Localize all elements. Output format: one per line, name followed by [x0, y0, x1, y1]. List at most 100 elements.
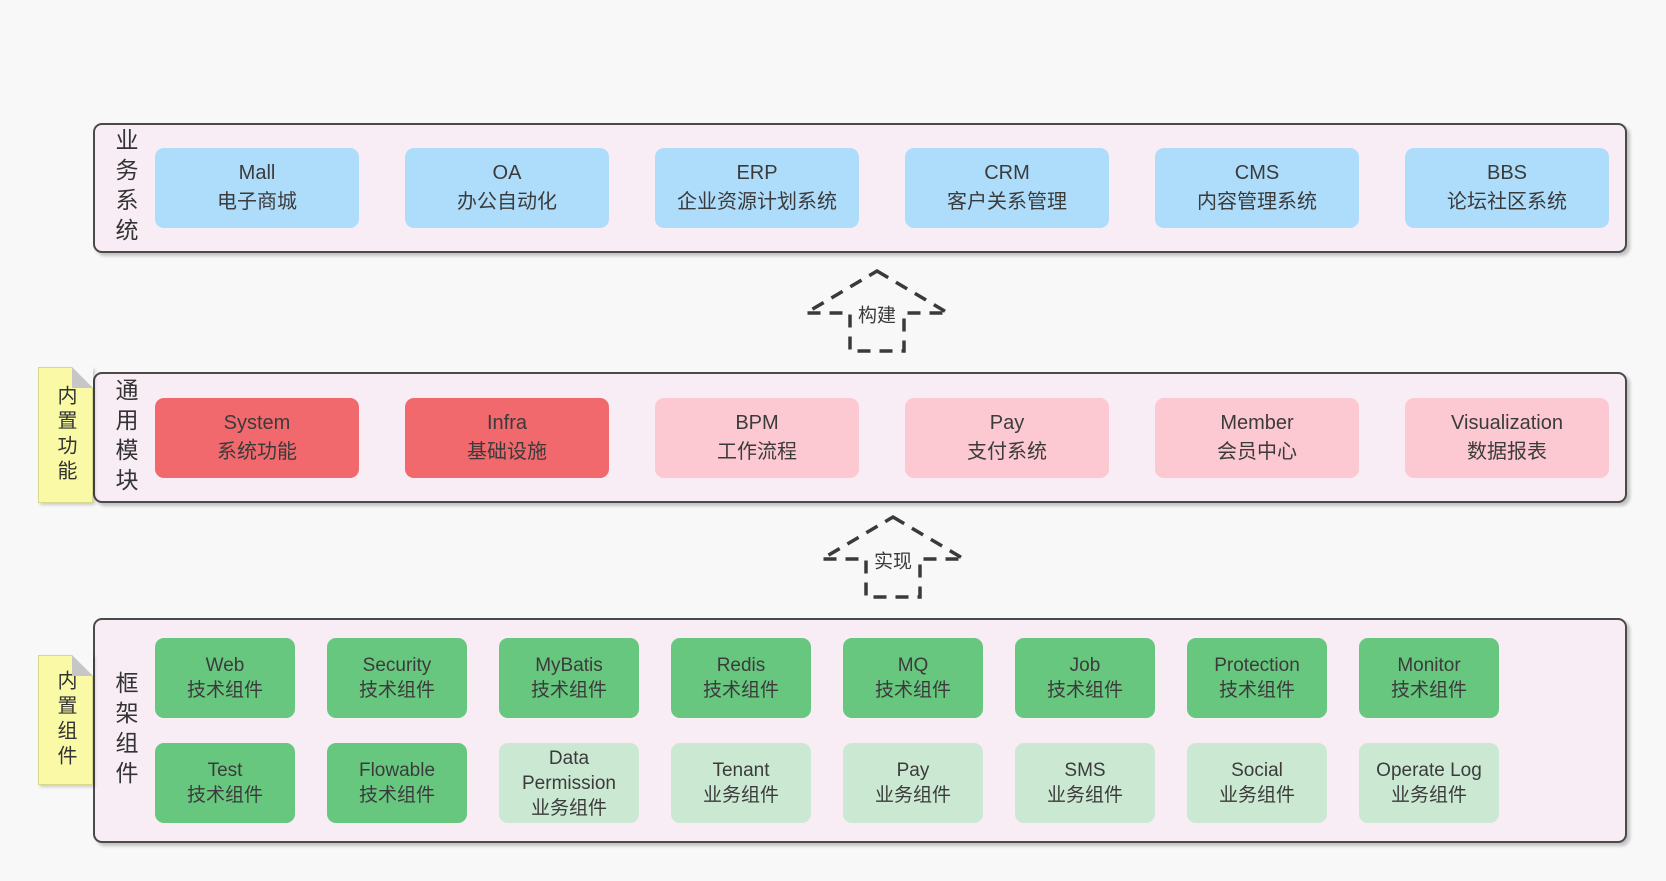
box-subtitle: 技术组件: [702, 680, 779, 701]
box-subtitle: 技术组件: [874, 680, 951, 701]
box-subtitle: 系统功能: [217, 440, 297, 463]
tag-built-in-features-label: 内置功能: [54, 385, 76, 485]
box-subtitle: 工作流程: [717, 440, 797, 463]
up-arrow-outline: [818, 514, 968, 599]
box-title: Visualization: [1451, 411, 1563, 434]
box-subtitle: 会员中心: [1217, 440, 1297, 463]
framework-row-2: Test 技术组件 Flowable 技术组件 Data Permission …: [155, 743, 1609, 823]
box-subtitle: 业务组件: [1218, 785, 1295, 806]
box-subtitle: 技术组件: [186, 785, 263, 806]
box-subtitle: 内容管理系统: [1197, 191, 1317, 213]
box-security: Security 技术组件: [327, 638, 467, 718]
box-title: OA: [492, 162, 522, 184]
box-title: Flowable: [358, 760, 436, 781]
box-member: Member 会员中心: [1155, 397, 1359, 478]
box-test: Test 技术组件: [155, 743, 295, 823]
box-subtitle: 客户关系管理: [947, 191, 1067, 213]
box-subtitle: 数据报表: [1467, 440, 1547, 463]
arrow-implement-icon: 实现: [818, 514, 968, 599]
box-subtitle: 技术组件: [1046, 680, 1123, 701]
box-title: Pay: [989, 411, 1025, 434]
box-system: System 系统功能: [155, 397, 359, 478]
box-crm: CRM 客户关系管理: [905, 148, 1109, 228]
up-arrow-outline: [802, 268, 952, 353]
box-subtitle: 技术组件: [358, 785, 435, 806]
box-title: MQ: [897, 655, 929, 676]
box-subtitle: 企业资源计划系统: [677, 191, 837, 213]
box-title: SMS: [1064, 760, 1106, 781]
panel-business-label-text: 业务系统: [112, 128, 138, 248]
box-bpm: BPM 工作流程: [655, 397, 859, 478]
tag-built-in-features: 内置功能: [38, 367, 93, 503]
box-title: System: [223, 411, 291, 434]
box-protection: Protection 技术组件: [1187, 638, 1327, 718]
box-web: Web 技术组件: [155, 638, 295, 718]
box-title: Infra: [486, 411, 528, 434]
arrow-label-bg: [853, 304, 901, 328]
box-subtitle: 业务组件: [1390, 785, 1467, 806]
panel-business-systems: 业务系统 Mall 电子商城 OA 办公自动化 ERP 企业资源计划系统 CRM…: [93, 123, 1627, 253]
box-title: CRM: [984, 162, 1030, 184]
box-subtitle: 办公自动化: [457, 191, 557, 213]
arrow-build-label: 构建: [858, 305, 896, 327]
box-social: Social 业务组件: [1187, 743, 1327, 823]
box-title: Data Permission: [522, 747, 616, 794]
box-title: Redis: [716, 655, 766, 676]
box-bbs: BBS 论坛社区系统: [1405, 148, 1609, 228]
box-visualization: Visualization 数据报表: [1405, 397, 1609, 478]
box-title: Mall: [238, 162, 276, 184]
box-title: CMS: [1234, 162, 1280, 184]
box-monitor: Monitor 技术组件: [1359, 638, 1499, 718]
box-title: Member: [1220, 411, 1294, 434]
box-data-permission: Data Permission 业务组件: [499, 743, 639, 823]
box-title: ERP: [736, 162, 778, 184]
panel-modules-label: 通用模块: [95, 374, 155, 501]
framework-row-1: Web 技术组件 Security 技术组件 MyBatis 技术组件 Redi…: [155, 638, 1609, 718]
framework-boxes-rows: Web 技术组件 Security 技术组件 MyBatis 技术组件 Redi…: [155, 638, 1625, 823]
box-job: Job 技术组件: [1015, 638, 1155, 718]
panel-framework-components: 框架组件 Web 技术组件 Security 技术组件 MyBatis 技术组件…: [93, 618, 1627, 843]
box-infra: Infra 基础设施: [405, 397, 609, 478]
box-mq: MQ 技术组件: [843, 638, 983, 718]
box-oa: OA 办公自动化: [405, 148, 609, 228]
box-title: Operate Log: [1376, 760, 1482, 781]
arrow-label-bg: [869, 550, 917, 574]
box-mybatis: MyBatis 技术组件: [499, 638, 639, 718]
business-boxes-row: Mall 电子商城 OA 办公自动化 ERP 企业资源计划系统 CRM 客户关系…: [155, 148, 1625, 228]
box-subtitle: 业务组件: [874, 785, 951, 806]
box-redis: Redis 技术组件: [671, 638, 811, 718]
box-subtitle: 技术组件: [1218, 680, 1295, 701]
box-subtitle: 论坛社区系统: [1447, 191, 1567, 213]
box-subtitle: 技术组件: [186, 680, 263, 701]
panel-common-modules: 通用模块 System 系统功能 Infra 基础设施 BPM 工作流程 Pay…: [93, 372, 1627, 503]
box-subtitle: 技术组件: [530, 680, 607, 701]
box-title: Web: [205, 655, 245, 676]
box-title: Protection: [1214, 655, 1300, 676]
box-title: BBS: [1486, 162, 1528, 184]
panel-framework-label-text: 框架组件: [112, 670, 138, 791]
box-mall: Mall 电子商城: [155, 148, 359, 228]
box-pay: Pay 支付系统: [905, 397, 1109, 478]
tag-built-in-components-label: 内置组件: [54, 670, 76, 770]
box-subtitle: 电子商城: [217, 191, 297, 213]
box-subtitle: 基础设施: [467, 440, 547, 463]
box-cms: CMS 内容管理系统: [1155, 148, 1359, 228]
tag-built-in-components: 内置组件: [38, 655, 93, 785]
panel-modules-label-text: 通用模块: [112, 377, 138, 498]
box-subtitle: 业务组件: [1046, 785, 1123, 806]
box-subtitle: 业务组件: [702, 785, 779, 806]
box-tenant: Tenant 业务组件: [671, 743, 811, 823]
box-title: Security: [362, 655, 432, 676]
box-title: MyBatis: [535, 655, 603, 676]
box-title: BPM: [735, 411, 779, 434]
box-title: Tenant: [712, 760, 770, 781]
box-sms: SMS 业务组件: [1015, 743, 1155, 823]
modules-boxes-row: System 系统功能 Infra 基础设施 BPM 工作流程 Pay 支付系统…: [155, 397, 1625, 478]
box-pay-biz: Pay 业务组件: [843, 743, 983, 823]
box-subtitle: 技术组件: [358, 680, 435, 701]
box-operate-log: Operate Log 业务组件: [1359, 743, 1499, 823]
box-subtitle: 技术组件: [1390, 680, 1467, 701]
box-flowable: Flowable 技术组件: [327, 743, 467, 823]
box-subtitle: 支付系统: [967, 440, 1047, 463]
